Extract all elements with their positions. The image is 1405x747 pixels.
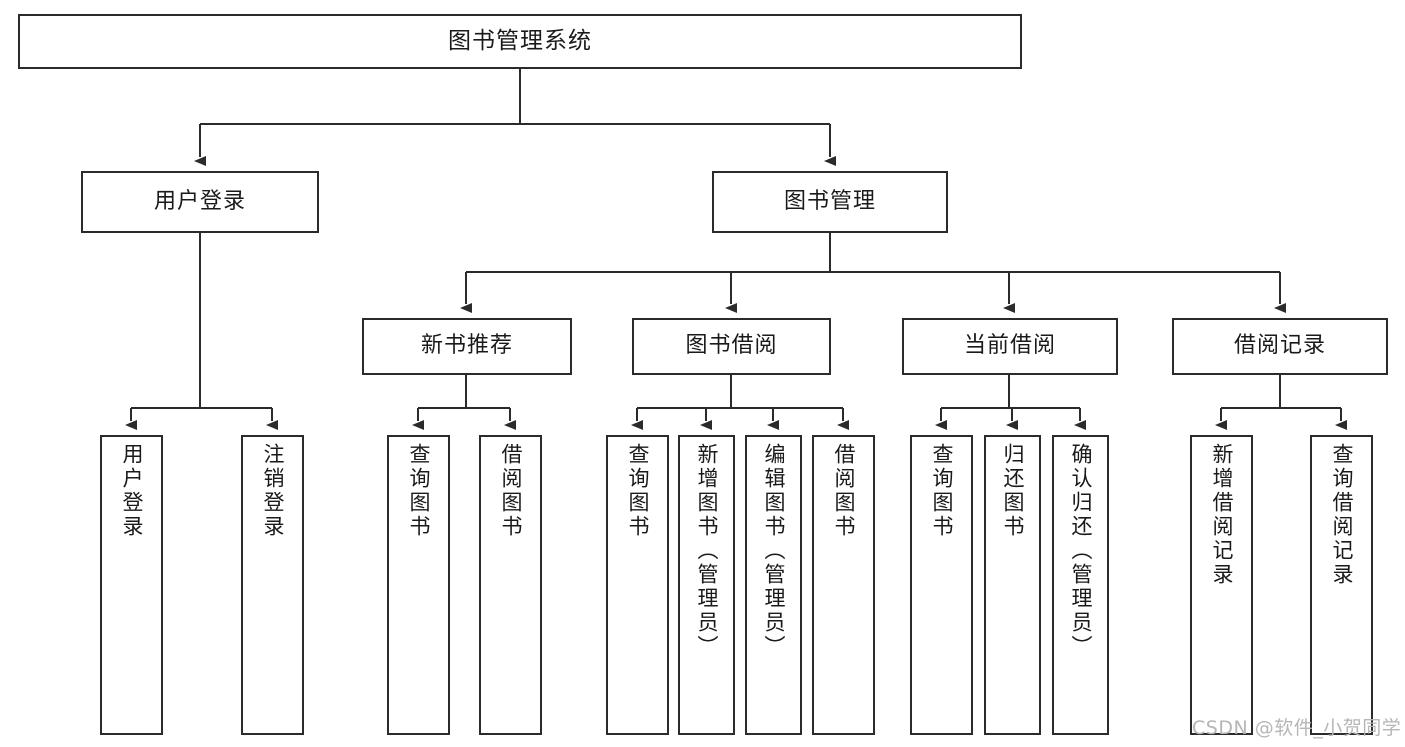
node-current-borrow[interactable]: 当前借阅 <box>902 318 1118 375</box>
node-root-label: 图书管理系统 <box>448 27 592 54</box>
node-leaf-query-borrow-record-label: 查询借阅记录 <box>1329 443 1354 587</box>
edge-group-root <box>194 69 836 166</box>
node-leaf-return-book-label: 归还图书 <box>1000 443 1025 539</box>
edge-group-user-login <box>125 233 278 430</box>
node-leaf-query-book-recommend-label: 查询图书 <box>406 443 431 539</box>
node-leaf-borrow-book-recommend-label: 借阅图书 <box>498 443 523 539</box>
node-leaf-query-book-borrow[interactable]: 查询图书 <box>606 435 669 735</box>
node-borrow-record[interactable]: 借阅记录 <box>1172 318 1388 375</box>
node-book-borrow[interactable]: 图书借阅 <box>632 318 831 375</box>
node-leaf-logout-label: 注销登录 <box>260 443 285 539</box>
node-leaf-borrow-book[interactable]: 借阅图书 <box>812 435 875 735</box>
node-leaf-confirm-return-label: 确认归还（管理员） <box>1068 443 1093 659</box>
node-user-login[interactable]: 用户登录 <box>81 171 319 233</box>
node-user-login-label: 用户登录 <box>153 188 246 214</box>
node-new-book-recommend[interactable]: 新书推荐 <box>362 318 572 375</box>
node-leaf-logout[interactable]: 注销登录 <box>241 435 304 735</box>
edge-group-book-borrow <box>631 375 849 430</box>
node-leaf-add-book[interactable]: 新增图书（管理员） <box>678 435 735 735</box>
node-leaf-return-book[interactable]: 归还图书 <box>984 435 1041 735</box>
edge-group-new-book-recommend <box>412 375 516 430</box>
node-leaf-borrow-book-recommend[interactable]: 借阅图书 <box>479 435 542 735</box>
node-leaf-edit-book-label: 编辑图书（管理员） <box>761 443 786 659</box>
node-book-borrow-label: 图书借阅 <box>685 333 778 359</box>
node-leaf-confirm-return[interactable]: 确认归还（管理员） <box>1052 435 1109 735</box>
node-leaf-user-login[interactable]: 用户登录 <box>100 435 163 735</box>
csdn-watermark: CSDN @软件_小贺同学 <box>1192 717 1402 739</box>
edge-group-book-manage <box>460 233 1286 313</box>
node-leaf-query-book-recommend[interactable]: 查询图书 <box>387 435 450 735</box>
node-new-book-recommend-label: 新书推荐 <box>420 333 513 359</box>
node-current-borrow-label: 当前借阅 <box>963 333 1056 359</box>
node-leaf-add-borrow-record-label: 新增借阅记录 <box>1209 443 1234 587</box>
node-leaf-add-borrow-record[interactable]: 新增借阅记录 <box>1190 435 1253 735</box>
node-leaf-borrow-book-label: 借阅图书 <box>831 443 856 539</box>
node-leaf-query-book-current[interactable]: 查询图书 <box>910 435 973 735</box>
node-root[interactable]: 图书管理系统 <box>18 14 1022 69</box>
node-book-manage[interactable]: 图书管理 <box>712 171 948 233</box>
node-borrow-record-label: 借阅记录 <box>1233 333 1326 359</box>
edge-group-borrow-record <box>1215 375 1347 430</box>
node-leaf-user-login-label: 用户登录 <box>119 443 144 539</box>
node-leaf-add-book-label: 新增图书（管理员） <box>694 443 719 659</box>
edge-group-current-borrow <box>935 375 1086 430</box>
node-leaf-query-book-current-label: 查询图书 <box>929 443 954 539</box>
node-leaf-edit-book[interactable]: 编辑图书（管理员） <box>745 435 802 735</box>
node-leaf-query-book-borrow-label: 查询图书 <box>625 443 650 539</box>
node-book-manage-label: 图书管理 <box>783 188 876 214</box>
node-leaf-query-borrow-record[interactable]: 查询借阅记录 <box>1310 435 1373 735</box>
